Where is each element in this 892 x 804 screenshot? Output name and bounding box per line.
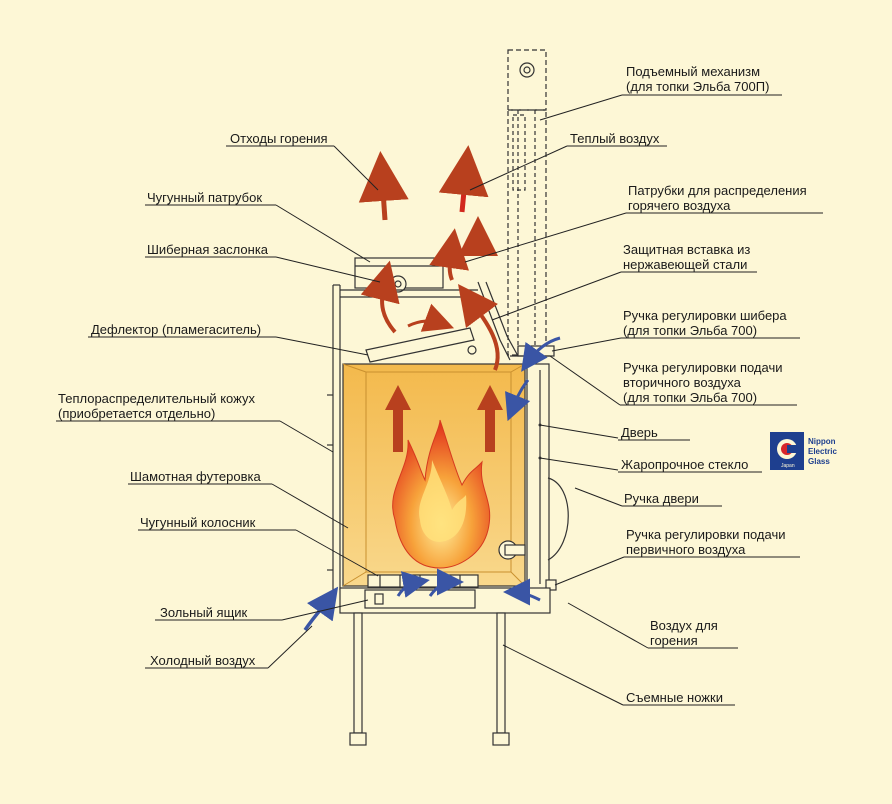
flame bbox=[392, 419, 491, 569]
label-damper-handle: Ручка регулировки шибера bbox=[623, 308, 787, 323]
label-secondary-air-3: (для топки Эльба 700) bbox=[623, 390, 757, 405]
label-cast-iron-pipe: Чугунный патрубок bbox=[147, 190, 262, 205]
label-lift-mechanism-note: (для топки Эльба 700П) bbox=[626, 79, 769, 94]
label-stainless-insert-2: нержавеющей стали bbox=[623, 257, 747, 272]
hot-air-arrows bbox=[358, 145, 503, 452]
leader-lines bbox=[56, 94, 823, 706]
label-cold-air: Холодный воздух bbox=[150, 653, 256, 668]
door bbox=[526, 363, 569, 591]
grate bbox=[367, 574, 479, 588]
label-fireclay: Шамотная футеровка bbox=[130, 469, 261, 484]
label-legs: Съемные ножки bbox=[626, 690, 723, 705]
label-damper-handle-2: (для топки Эльба 700) bbox=[623, 323, 757, 338]
logo-line1: Nippon bbox=[808, 437, 836, 446]
logo-line2: Electric bbox=[808, 447, 837, 456]
heat-casing bbox=[327, 284, 341, 590]
logo-line3: Glass bbox=[808, 457, 830, 466]
label-stainless-insert: Защитная вставка из bbox=[623, 242, 750, 257]
label-damper: Шиберная заслонка bbox=[147, 242, 269, 257]
label-casing-2: (приобретается отдельно) bbox=[58, 406, 215, 421]
label-casing: Теплораспределительный кожух bbox=[58, 391, 255, 406]
label-combustion-air-2: горения bbox=[650, 633, 698, 648]
legs bbox=[349, 612, 510, 746]
label-door-handle: Ручка двери bbox=[624, 491, 699, 506]
label-hot-air-pipes: Патрубки для распределения bbox=[628, 183, 807, 198]
label-combustion-air: Воздух для bbox=[650, 618, 718, 633]
label-warm-air: Теплый воздух bbox=[570, 131, 660, 146]
label-combustion-waste: Отходы горения bbox=[230, 131, 328, 146]
label-ash-box: Зольный ящик bbox=[160, 605, 248, 620]
label-glass: Жаропрочное стекло bbox=[621, 457, 748, 472]
deflector bbox=[365, 327, 477, 363]
label-deflector: Дефлектор (пламегаситель) bbox=[91, 322, 261, 337]
neg-logo: Japan Nippon Electric Glass bbox=[770, 432, 837, 470]
label-primary-air-2: первичного воздуха bbox=[626, 542, 746, 557]
labels: Подъемный механизм (для топки Эльба 700П… bbox=[58, 64, 807, 705]
label-secondary-air-2: вторичного воздуха bbox=[623, 375, 742, 390]
label-door: Дверь bbox=[621, 425, 658, 440]
label-grate: Чугунный колосник bbox=[140, 515, 256, 530]
label-hot-air-pipes-2: горячего воздуха bbox=[628, 198, 731, 213]
primary-air-handle bbox=[498, 540, 526, 560]
lift-mechanism bbox=[507, 49, 547, 356]
label-secondary-air: Ручка регулировки подачи bbox=[623, 360, 783, 375]
label-lift-mechanism: Подъемный механизм bbox=[626, 64, 760, 79]
label-primary-air: Ручка регулировки подачи bbox=[626, 527, 786, 542]
logo-sub: Japan bbox=[781, 463, 795, 469]
